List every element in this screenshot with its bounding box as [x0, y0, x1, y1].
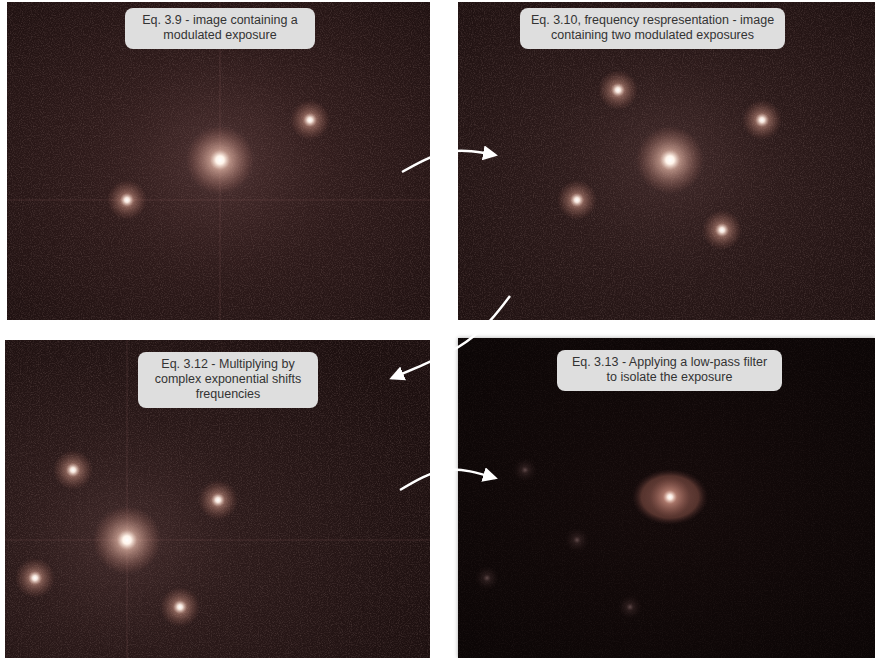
image-ground [458, 2, 875, 320]
frequency-peak [107, 180, 147, 220]
caption-box: Eq. 3.10, frequency respresentation - im… [520, 8, 785, 49]
caption-box: Eq. 3.13 - Applying a low-pass filter to… [557, 350, 782, 391]
flow-arrow [402, 151, 495, 172]
spectrum-panel: Eq. 3.12 - Multiplying by complex expone… [5, 340, 430, 658]
axis-streak [127, 340, 128, 658]
spectrum-image [458, 2, 875, 320]
flow-arrow [400, 470, 495, 490]
caption-box: Eq. 3.12 - Multiplying by complex expone… [138, 352, 318, 408]
frequency-peak [93, 506, 161, 574]
spectrum-panel: Eq. 3.13 - Applying a low-pass filter to… [458, 338, 875, 658]
frequency-peak [565, 528, 589, 552]
frequency-peak [513, 458, 537, 482]
frequency-peak [53, 450, 93, 490]
spectrum-image [7, 2, 430, 320]
frequency-peak [15, 558, 55, 598]
frequency-peak [198, 480, 238, 520]
frequency-peak [160, 587, 200, 627]
frequency-peak [557, 180, 597, 220]
flow-arrow [392, 296, 510, 378]
frequency-peak [290, 100, 330, 140]
caption-box: Eq. 3.9 - image containing a modulated e… [125, 8, 315, 49]
frequency-peak [618, 595, 642, 619]
image-ground [7, 2, 430, 320]
image-ground [458, 338, 875, 658]
spectrum-panel: Eq. 3.9 - image containing a modulated e… [7, 2, 430, 320]
low-pass-window [632, 469, 708, 525]
spectrum-panel: Eq. 3.10, frequency respresentation - im… [458, 2, 875, 320]
frequency-peak [742, 100, 782, 140]
frequency-peak [598, 70, 638, 110]
frequency-peak [186, 126, 254, 194]
diffuse-halo [550, 40, 790, 280]
image-grain [7, 2, 430, 320]
axis-streak [5, 540, 430, 541]
frequency-peak [475, 566, 499, 590]
frequency-peak [636, 126, 704, 194]
frequency-peak [702, 210, 742, 250]
frequency-peak [650, 477, 690, 517]
image-grain [458, 338, 875, 658]
axis-streak [7, 200, 430, 201]
image-grain [458, 2, 875, 320]
